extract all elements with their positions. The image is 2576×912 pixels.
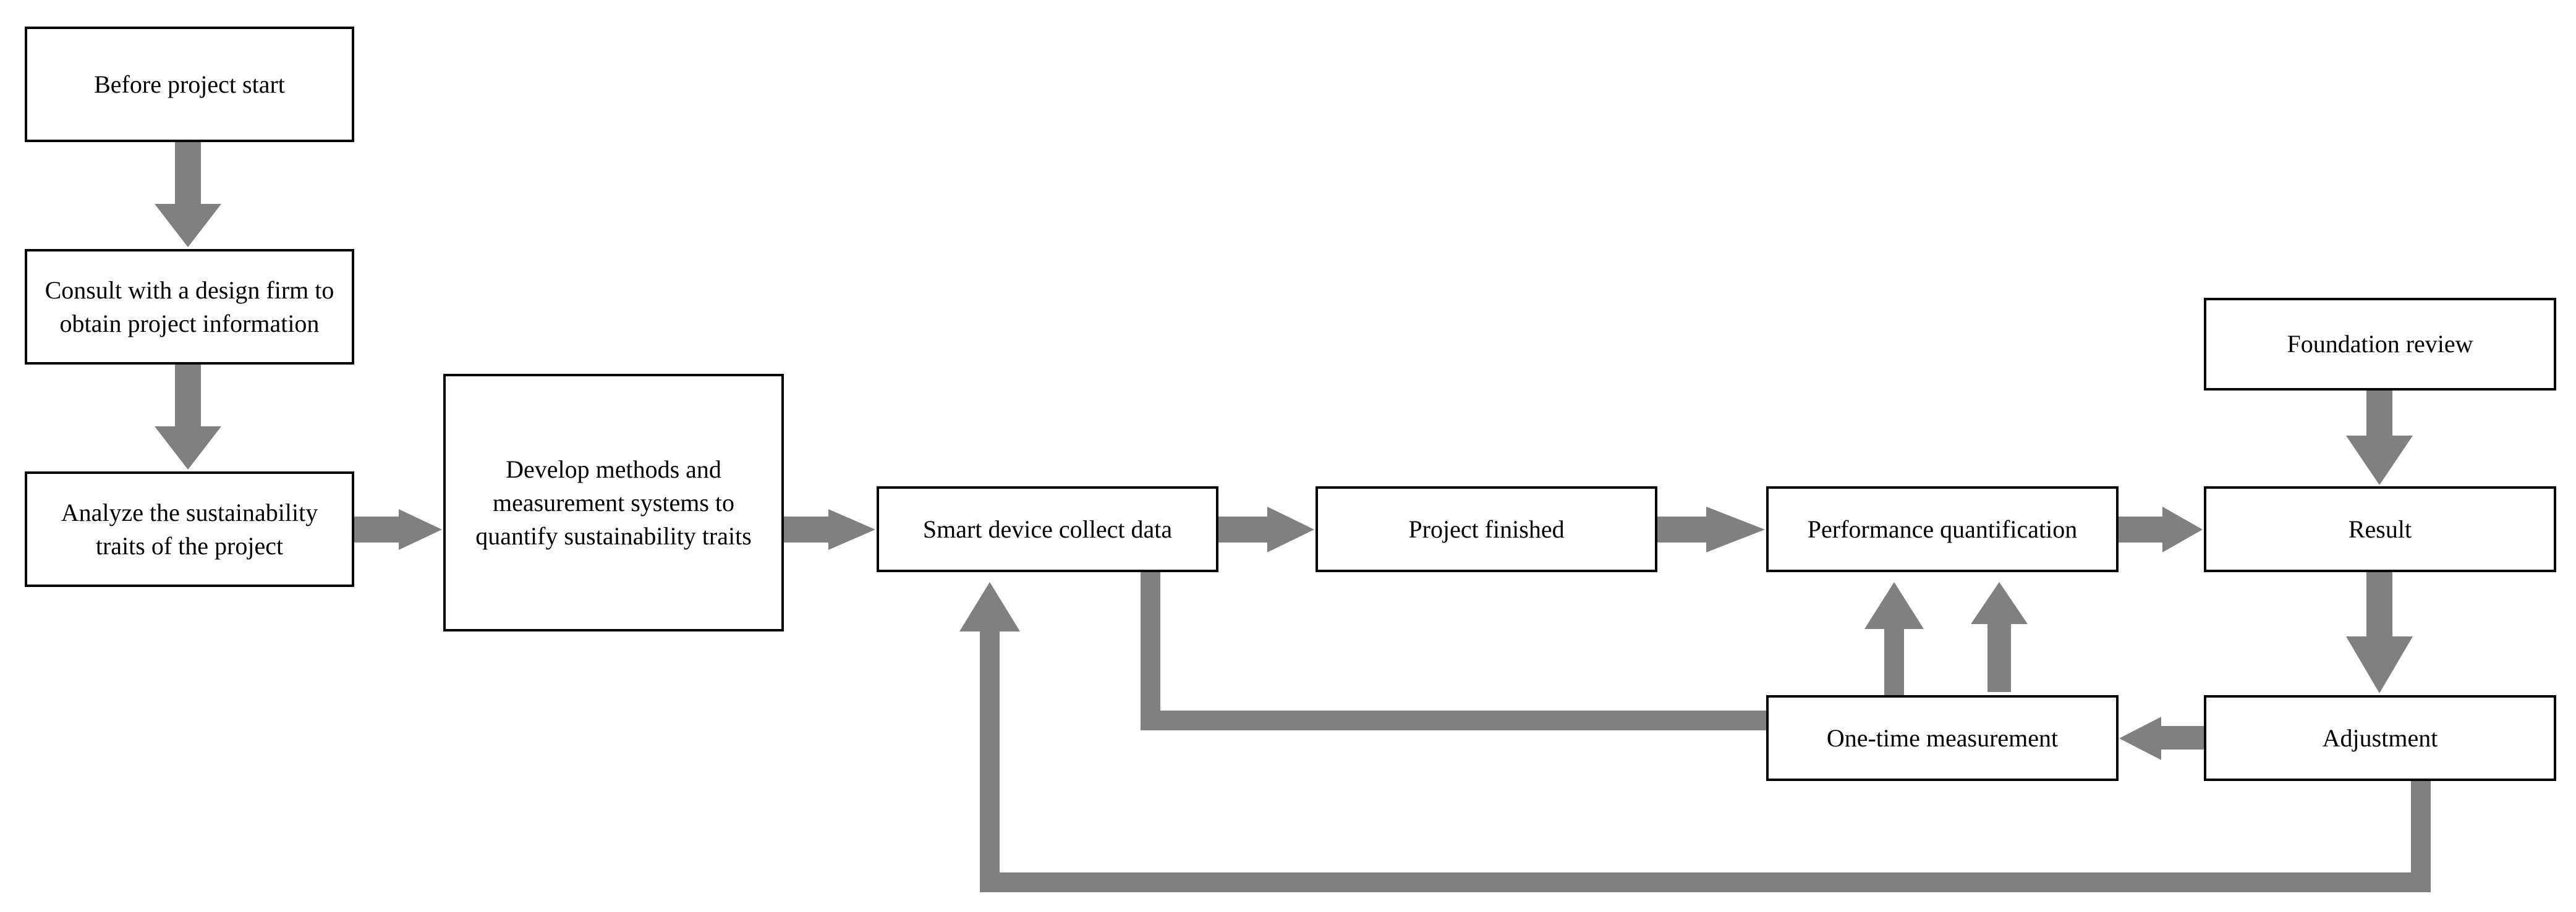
node-foundation-review[interactable]: Foundation review xyxy=(2204,298,2556,391)
arrow-foundationreview-to-result xyxy=(2346,391,2413,485)
node-develop-methods[interactable]: Develop methods and measurement systems … xyxy=(443,374,784,631)
node-label: Performance quantification xyxy=(1807,515,2078,543)
node-one-time-measurement[interactable]: One-time measurement xyxy=(1766,695,2119,781)
arrow-develop-to-smartdevice xyxy=(784,509,875,550)
arrow-before-to-consult xyxy=(155,142,221,247)
arrow-result-to-adjustment xyxy=(2346,572,2413,693)
node-result[interactable]: Result xyxy=(2204,486,2556,572)
arrow-smartdevice-to-projectfinished xyxy=(1218,507,1314,552)
node-label: Project finished xyxy=(1408,515,1565,543)
arrow-performance-to-result xyxy=(2119,507,2203,552)
node-analyze-sustainability[interactable]: Analyze the sustainability traits of the… xyxy=(25,471,354,587)
node-performance-quantification[interactable]: Performance quantification xyxy=(1766,486,2119,572)
node-label: One-time measurement xyxy=(1826,724,2059,752)
node-label: Consult with a design firm to obtain pro… xyxy=(45,276,334,337)
node-smart-device-collect-data[interactable]: Smart device collect data xyxy=(877,486,1218,572)
node-adjustment[interactable]: Adjustment xyxy=(2204,695,2556,781)
node-label: Adjustment xyxy=(2322,724,2438,752)
node-label: Foundation review xyxy=(2287,330,2473,358)
node-label: Smart device collect data xyxy=(922,515,1173,543)
arrow-projectfinished-to-performance xyxy=(1657,507,1765,552)
node-before-project-start[interactable]: Before project start xyxy=(25,27,354,142)
arrow-onetimemeasurement-to-performance xyxy=(1971,582,2028,692)
node-label: Before project start xyxy=(94,70,285,98)
node-label: Analyze the sustainability traits of the… xyxy=(61,498,318,560)
arrow-consult-to-analyze xyxy=(155,365,221,470)
node-project-finished[interactable]: Project finished xyxy=(1316,486,1657,572)
arrow-analyze-to-develop xyxy=(354,509,442,550)
node-consult-design-firm[interactable]: Consult with a design firm to obtain pro… xyxy=(25,249,354,365)
arrow-adjustment-to-onetimemeasurement xyxy=(2119,717,2204,760)
node-label: Result xyxy=(2348,515,2412,543)
node-label: Develop methods and measurement systems … xyxy=(475,455,752,550)
